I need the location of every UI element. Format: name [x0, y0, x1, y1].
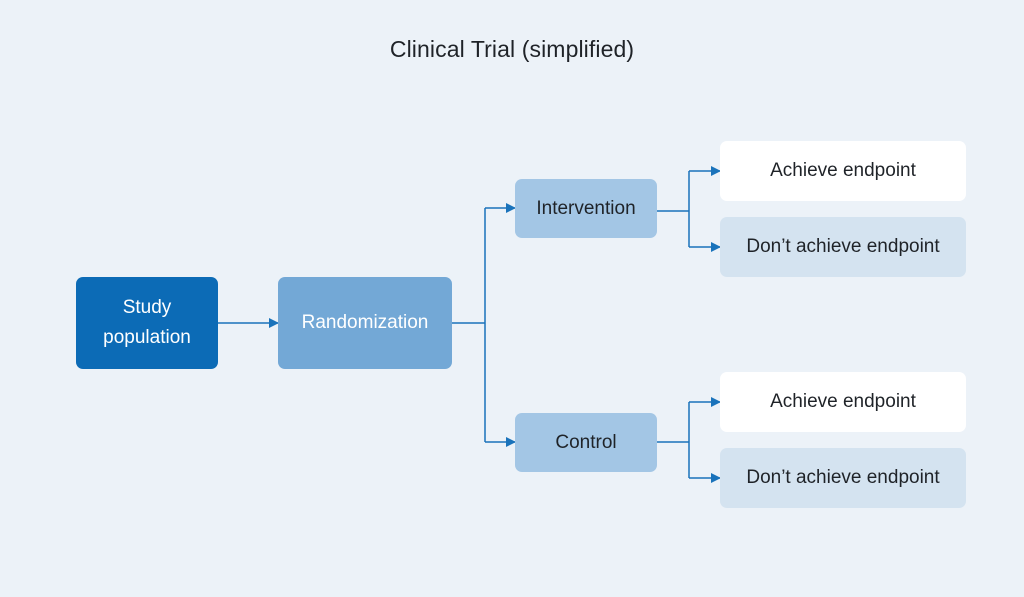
node-study-population: Study population — [76, 277, 218, 369]
node-randomization-label: Randomization — [301, 312, 429, 333]
edge-intervention-trunk — [657, 171, 690, 247]
node-intervention-label: Intervention — [536, 197, 636, 219]
edge-randomization-trunk — [452, 208, 486, 442]
node-study-population-label: Study population — [103, 297, 191, 348]
node-intervention-not-achieve-endpoint: Don’t achieve endpoint — [720, 217, 966, 277]
diagram-title: Clinical Trial (simplified) — [389, 36, 635, 62]
node-control-not-achieve-label: Don’t achieve endpoint — [746, 467, 940, 488]
node-control: Control — [515, 413, 657, 472]
node-randomization: Randomization — [278, 277, 452, 369]
edge-control-trunk — [657, 402, 690, 478]
node-intervention-not-achieve-label: Don’t achieve endpoint — [746, 236, 940, 257]
node-control-label: Control — [555, 431, 617, 453]
node-intervention-achieve-label: Achieve endpoint — [770, 160, 916, 181]
node-control-achieve-endpoint: Achieve endpoint — [720, 372, 966, 432]
node-intervention: Intervention — [515, 179, 657, 238]
node-intervention-achieve-endpoint: Achieve endpoint — [720, 141, 966, 201]
node-control-achieve-label: Achieve endpoint — [770, 391, 916, 412]
node-control-not-achieve-endpoint: Don’t achieve endpoint — [720, 448, 966, 508]
